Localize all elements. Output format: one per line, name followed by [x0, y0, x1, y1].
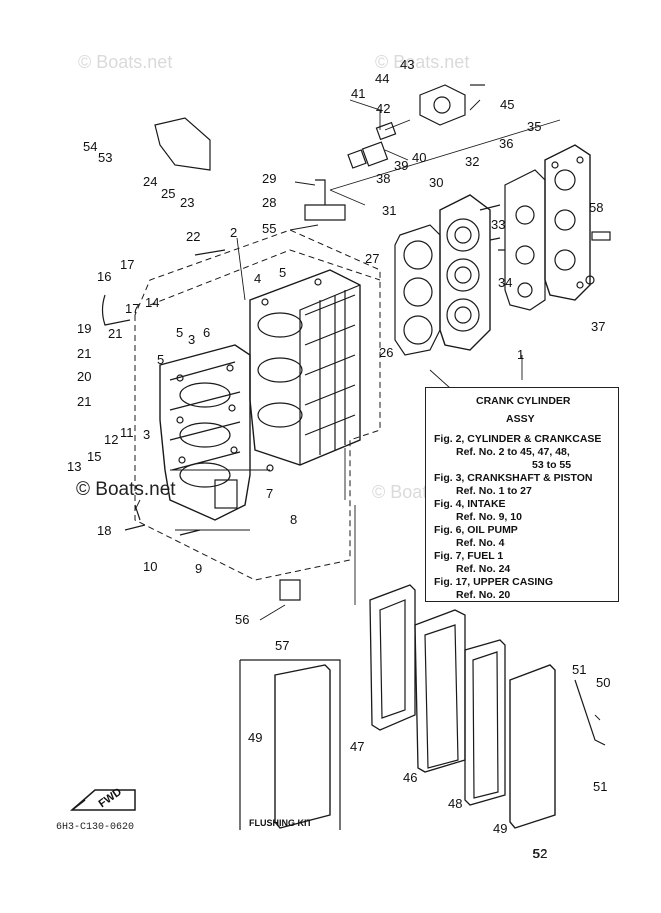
- assy-line: Ref. No. 4: [456, 537, 505, 549]
- callout: 30: [429, 175, 444, 190]
- callout: 46: [403, 770, 418, 785]
- callout: 27: [365, 251, 380, 266]
- callout: 33: [491, 217, 506, 232]
- callout: 37: [591, 319, 606, 334]
- callout: 50: [596, 675, 611, 690]
- callout: 53: [98, 150, 113, 165]
- assy-line: Fig. 4, INTAKE: [434, 498, 506, 510]
- callout: 47: [350, 739, 365, 754]
- callout: 42: [376, 101, 391, 116]
- assy-line: Fig. 6, OIL PUMP: [434, 524, 518, 536]
- callout: 45: [500, 97, 515, 112]
- callout: 13: [67, 459, 82, 474]
- callout: 15: [87, 449, 102, 464]
- callout: 34: [498, 275, 513, 290]
- assy-line: Fig. 7, FUEL 1: [434, 550, 504, 562]
- assy-line: Ref. No. 2 to 45, 47, 48,: [456, 446, 570, 458]
- callout: 32: [465, 154, 480, 169]
- callout: 58: [589, 200, 604, 215]
- watermark: © Boats.net: [78, 52, 173, 72]
- callout: 9: [195, 561, 203, 576]
- callout: 21: [108, 326, 123, 341]
- callout: 41: [351, 86, 366, 101]
- assy-line: Ref. No. 9, 10: [456, 511, 522, 523]
- callout: 40: [412, 150, 427, 165]
- callout: 55: [262, 221, 277, 236]
- callout: 11: [120, 425, 134, 440]
- callout: 26: [379, 345, 394, 360]
- callout: 17: [125, 301, 140, 316]
- callout: 17: [120, 257, 135, 272]
- callout: 21: [77, 346, 92, 361]
- assy-line: Ref. No. 1 to 27: [456, 485, 532, 497]
- assy-line: Fig. 2, CYLINDER & CRANKCASE: [434, 433, 602, 445]
- callout: 22: [186, 229, 201, 244]
- callout: 38: [376, 171, 391, 186]
- assy-line: Fig. 17, UPPER CASING: [434, 576, 554, 588]
- callout: 24: [143, 174, 158, 189]
- callout: 20: [77, 369, 92, 384]
- assy-title: CRANK CYLINDER: [476, 395, 571, 407]
- page-number: 52: [532, 847, 548, 862]
- callout: 6: [203, 325, 211, 340]
- callout: 19: [77, 321, 92, 336]
- callout: 5: [157, 352, 165, 367]
- callout: 25: [161, 186, 176, 201]
- callout: 4: [254, 271, 262, 286]
- flushing-kit-label: FLUSHING KIT: [249, 818, 312, 828]
- callout: 49: [493, 821, 508, 836]
- callout: 39: [394, 158, 409, 173]
- assy-line: 53 to 55: [532, 459, 572, 471]
- assy-subtitle: ASSY: [506, 413, 535, 425]
- callout: 5: [176, 325, 184, 340]
- callout: 36: [499, 136, 514, 151]
- callout: 43: [400, 57, 415, 72]
- part-code: 6H3-C130-0620: [56, 822, 135, 833]
- callout: 12: [104, 432, 119, 447]
- callout: 52: [533, 846, 548, 861]
- callout: 8: [290, 512, 298, 527]
- callout: 3: [143, 427, 151, 442]
- callout: 56: [235, 612, 250, 627]
- callout: 14: [145, 295, 160, 310]
- callout: 35: [527, 119, 542, 134]
- watermark: © Boats.net: [76, 479, 176, 500]
- callout: 1: [517, 347, 525, 362]
- callout: 48: [448, 796, 463, 811]
- assy-line: Ref. No. 20: [456, 589, 511, 601]
- callout: 51: [593, 779, 608, 794]
- callout: 44: [375, 71, 390, 86]
- callout: 16: [97, 269, 112, 284]
- callout: 5: [279, 265, 287, 280]
- callout: 28: [262, 195, 277, 210]
- callout: 18: [97, 523, 112, 538]
- callout: 31: [382, 203, 397, 218]
- callout: 51: [572, 662, 587, 677]
- callout: 10: [143, 559, 158, 574]
- callout: 21: [77, 394, 92, 409]
- callout: 3: [188, 332, 196, 347]
- callout: 49: [248, 730, 263, 745]
- assy-line: Ref. No. 24: [456, 563, 511, 575]
- assy-line: Fig. 3, CRANKSHAFT & PISTON: [434, 472, 593, 484]
- callout: 29: [262, 171, 277, 186]
- callout: 23: [180, 195, 195, 210]
- watermark: © Boats.net: [375, 52, 470, 72]
- callout: 7: [266, 486, 274, 501]
- assembly-reference-box: CRANK CYLINDER ASSY Fig. 2, CYLINDER & C…: [425, 387, 619, 602]
- callout: 2: [230, 225, 238, 240]
- callout: 57: [275, 638, 290, 653]
- callout: 54: [83, 139, 98, 154]
